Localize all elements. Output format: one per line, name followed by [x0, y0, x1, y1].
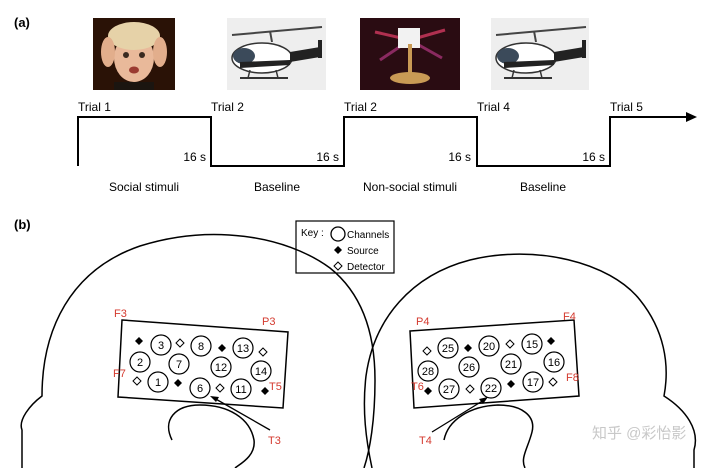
- position-f4: F4: [563, 311, 576, 323]
- timeline-arrowhead: [686, 112, 697, 122]
- channel-28: 28: [422, 366, 434, 378]
- duration-label-3: 16 s: [448, 150, 471, 164]
- duration-label-2: 16 s: [316, 150, 339, 164]
- position-t5: T5: [269, 381, 282, 393]
- left-ear: [169, 405, 255, 468]
- key-source-label: Source: [347, 246, 379, 257]
- panel-a-label: (a): [14, 15, 30, 30]
- trial-label-3: Trial 2: [344, 100, 377, 114]
- channel-2: 2: [137, 357, 143, 369]
- channel-11: 11: [235, 384, 246, 396]
- channel-17: 17: [527, 377, 539, 389]
- channel-3: 3: [158, 340, 164, 352]
- stimulus-image-helicopter-2: [491, 18, 589, 90]
- channel-8: 8: [198, 341, 204, 353]
- trial-label-5: Trial 5: [610, 100, 643, 114]
- stimulus-image-carousel: [360, 18, 460, 90]
- watermark-text: 知乎 @彩怡影: [592, 425, 686, 442]
- duration-label-1: 16 s: [183, 150, 206, 164]
- trial-label-4: Trial 4: [477, 100, 510, 114]
- panel-b-label: (b): [14, 217, 31, 232]
- channel-22: 22: [485, 383, 497, 395]
- stimulus-image-face: [93, 18, 175, 90]
- key-legend: Key : Channels Source Detector: [296, 221, 394, 273]
- left-probe-array: 3 8 13 2 7 12 14 1 6 11: [118, 320, 288, 408]
- channel-7: 7: [176, 359, 182, 371]
- phase-label-baseline-1: Baseline: [254, 180, 300, 194]
- channel-27: 27: [443, 384, 455, 396]
- channel-15: 15: [526, 339, 538, 351]
- channel-20: 20: [483, 341, 495, 353]
- position-f7: F7: [113, 368, 126, 380]
- position-f8: F8: [566, 372, 579, 384]
- channel-12: 12: [215, 362, 227, 374]
- phase-label-non-social: Non-social stimuli: [363, 180, 457, 194]
- channel-14: 14: [255, 366, 267, 378]
- duration-label-4: 16 s: [582, 150, 605, 164]
- trial-label-2: Trial 2: [211, 100, 244, 114]
- key-channels-label: Channels: [347, 230, 389, 241]
- position-p3: P3: [262, 316, 275, 328]
- trial-label-1: Trial 1: [78, 100, 111, 114]
- channel-1: 1: [155, 377, 161, 389]
- position-t6: T6: [411, 381, 424, 393]
- channel-13: 13: [237, 343, 249, 355]
- right-probe-array: 25 20 15 28 26 21 16 27 22 17: [410, 320, 579, 408]
- channel-6: 6: [197, 383, 203, 395]
- position-p4: P4: [416, 316, 429, 328]
- channel-16: 16: [548, 357, 560, 369]
- phase-label-social: Social stimuli: [109, 180, 179, 194]
- channel-26: 26: [463, 362, 475, 374]
- key-detector-label: Detector: [347, 262, 385, 273]
- phase-label-baseline-2: Baseline: [520, 180, 566, 194]
- position-f3: F3: [114, 308, 127, 320]
- position-t3: T3: [268, 435, 281, 447]
- key-title: Key :: [301, 228, 324, 239]
- position-t4: T4: [419, 435, 432, 447]
- channel-21: 21: [505, 359, 517, 371]
- stimulus-image-helicopter-1: [227, 18, 326, 90]
- channel-25: 25: [442, 343, 454, 355]
- right-ear: [444, 405, 533, 468]
